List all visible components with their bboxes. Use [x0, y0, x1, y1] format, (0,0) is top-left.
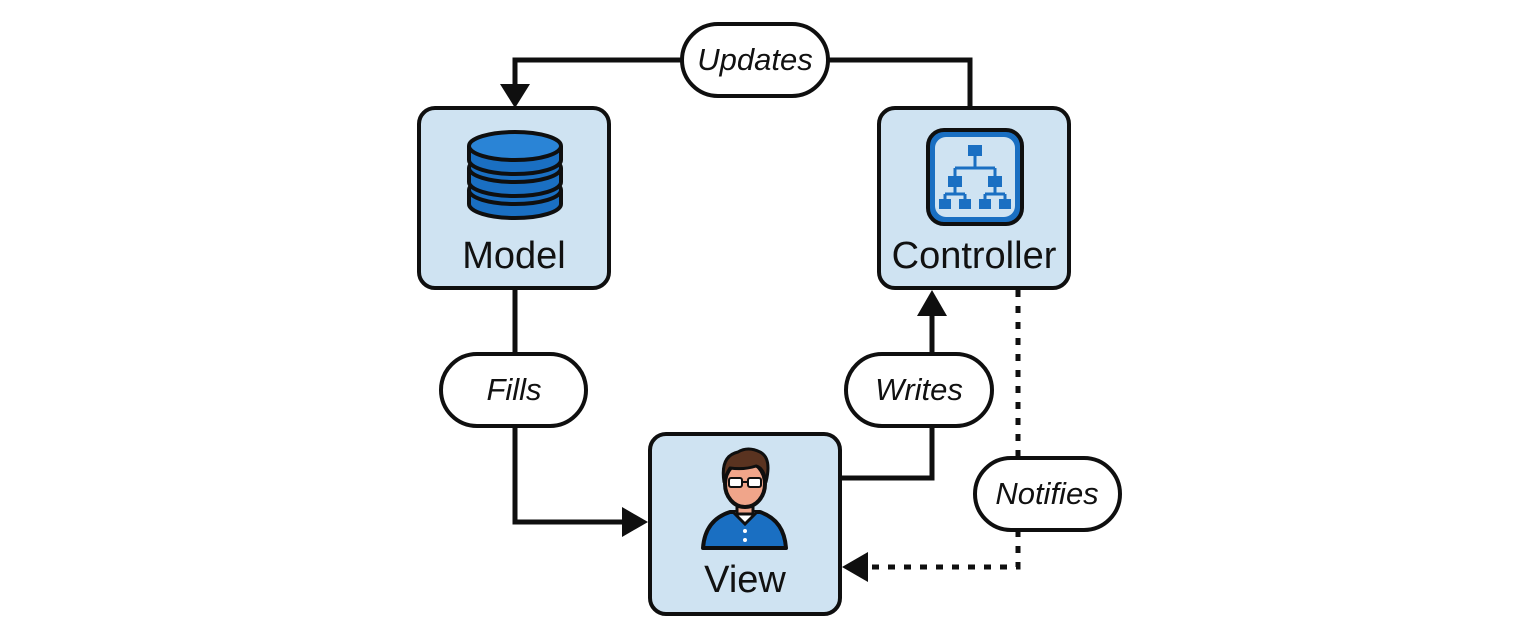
edge-label-updates: Updates — [680, 22, 830, 98]
updates-label: Updates — [697, 42, 812, 77]
notifies-label: Notifies — [995, 476, 1098, 511]
fills-label: Fills — [486, 372, 541, 407]
edge-label-notifies: Notifies — [973, 456, 1122, 532]
node-model: Model — [417, 106, 611, 290]
model-label: Model — [462, 235, 566, 277]
arrowhead-notifies — [842, 552, 868, 582]
node-view: View — [648, 432, 842, 616]
database-icon — [467, 130, 563, 220]
writes-label: Writes — [875, 372, 963, 407]
view-label: View — [704, 559, 786, 601]
arrowhead-writes — [917, 290, 947, 316]
user-avatar-icon — [701, 447, 788, 550]
arrowhead-fills — [622, 507, 648, 537]
edge-notifies — [842, 290, 1021, 582]
edge-label-fills: Fills — [439, 352, 588, 428]
controller-label: Controller — [892, 235, 1057, 277]
edge-label-writes: Writes — [844, 352, 994, 428]
arrowhead-updates — [500, 84, 530, 108]
node-controller: Controller — [877, 106, 1071, 290]
hierarchy-icon — [926, 128, 1024, 226]
